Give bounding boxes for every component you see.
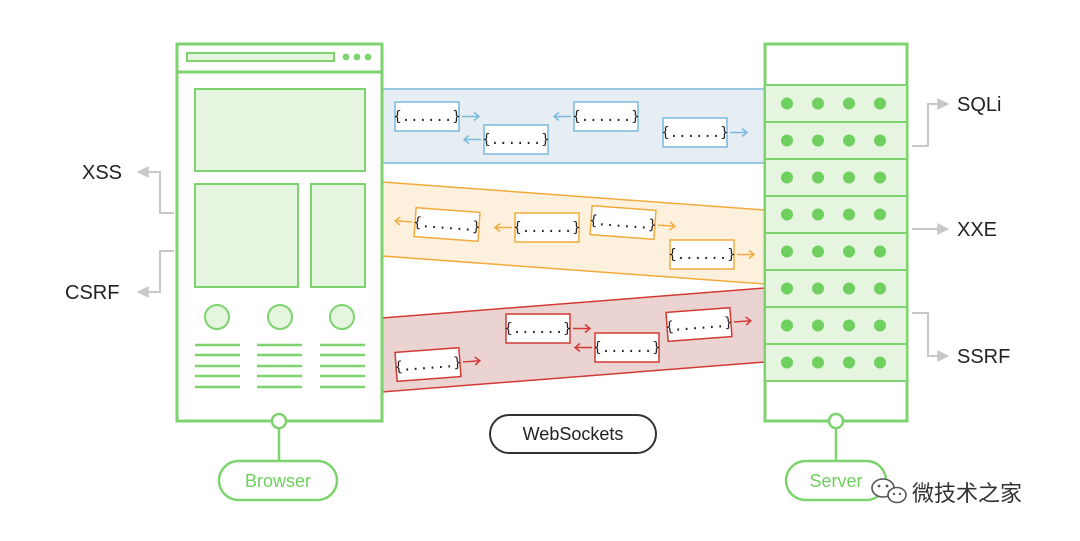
message-text: {......} — [589, 213, 657, 234]
server-led — [874, 97, 886, 110]
server-led — [781, 282, 793, 295]
server-led — [874, 245, 886, 258]
browser-label: Browser — [245, 471, 311, 491]
server-led — [874, 208, 886, 221]
message-arrow — [462, 359, 480, 363]
browser-pill: Browser — [217, 459, 339, 502]
server-led — [874, 282, 886, 295]
browser-window — [175, 42, 384, 461]
server-led — [781, 134, 793, 147]
browser-address-bar — [186, 52, 335, 62]
wechat-icon — [871, 478, 907, 504]
server-led — [812, 134, 824, 147]
message-arrow — [657, 224, 675, 228]
message-text: {......} — [572, 109, 639, 125]
server-led — [812, 171, 824, 184]
watermark: 微技术之家 — [871, 478, 1022, 507]
message-text: {......} — [394, 355, 462, 376]
message-text: {......} — [482, 132, 549, 148]
csrf-callout: CSRF — [65, 250, 174, 304]
websocket-message: {......} — [393, 206, 481, 243]
server-led — [812, 208, 824, 221]
sqli-label: SQLi — [957, 94, 1001, 116]
ssrf-label: SSRF — [957, 346, 1010, 368]
server-led — [874, 171, 886, 184]
server-led — [843, 208, 855, 221]
message-arrow — [395, 219, 413, 223]
xss-callout: XSS — [82, 162, 174, 214]
browser-text-lines — [195, 343, 365, 389]
server-led — [874, 356, 886, 369]
websocket-message: {......} — [665, 306, 753, 343]
websocket-message: {......} — [573, 332, 661, 363]
server-led — [843, 356, 855, 369]
websocket-message: {......} — [661, 117, 749, 148]
message-text: {......} — [393, 109, 460, 125]
websocket-message: {......} — [504, 313, 592, 344]
server-led — [781, 97, 793, 110]
server-led — [781, 319, 793, 332]
server-led — [781, 356, 793, 369]
server-led — [874, 134, 886, 147]
message-text: {......} — [668, 247, 735, 263]
message-text: {......} — [593, 340, 660, 356]
server-led — [843, 245, 855, 258]
server-led — [812, 97, 824, 110]
server-led — [843, 97, 855, 110]
server-led — [812, 245, 824, 258]
xxe-callout: XXE — [912, 219, 997, 241]
browser-hero-block — [194, 88, 366, 172]
server-led — [781, 208, 793, 221]
browser-main-block — [194, 183, 299, 288]
server-led — [843, 171, 855, 184]
server-led — [812, 282, 824, 295]
server-label: Server — [809, 471, 862, 491]
messages-layer: {......} {......} {......} {......} {......}… — [393, 101, 756, 383]
browser-side-block — [310, 183, 366, 288]
websocket-message: {......} — [493, 212, 581, 243]
server-rack — [763, 42, 909, 461]
server-led — [874, 319, 886, 332]
message-text: {......} — [665, 315, 733, 336]
server-led — [812, 356, 824, 369]
server-led — [812, 319, 824, 332]
server-led — [843, 134, 855, 147]
websocket-message: {......} — [589, 204, 677, 241]
csrf-label: CSRF — [65, 282, 119, 304]
websockets-pill: WebSockets — [489, 414, 657, 454]
ssrf-callout: SSRF — [912, 312, 1010, 368]
sqli-callout: SQLi — [912, 94, 1001, 147]
message-text: {......} — [413, 215, 481, 236]
server-led — [843, 282, 855, 295]
server-led — [781, 245, 793, 258]
server-led — [781, 171, 793, 184]
websocket-message: {......} — [668, 239, 756, 270]
server-pill: Server — [784, 459, 888, 502]
websocket-message: {......} — [393, 101, 481, 132]
websocket-message: {......} — [552, 101, 640, 132]
xxe-label: XXE — [957, 219, 997, 241]
xss-label: XSS — [82, 162, 122, 184]
watermark-text: 微技术之家 — [912, 482, 1022, 507]
message-text: {......} — [513, 220, 580, 236]
websocket-message: {......} — [462, 124, 550, 155]
message-text: {......} — [504, 321, 571, 337]
message-arrow — [733, 319, 751, 323]
message-text: {......} — [661, 125, 728, 141]
websocket-message: {......} — [394, 346, 482, 383]
websockets-label: WebSockets — [523, 424, 624, 444]
server-led — [843, 319, 855, 332]
